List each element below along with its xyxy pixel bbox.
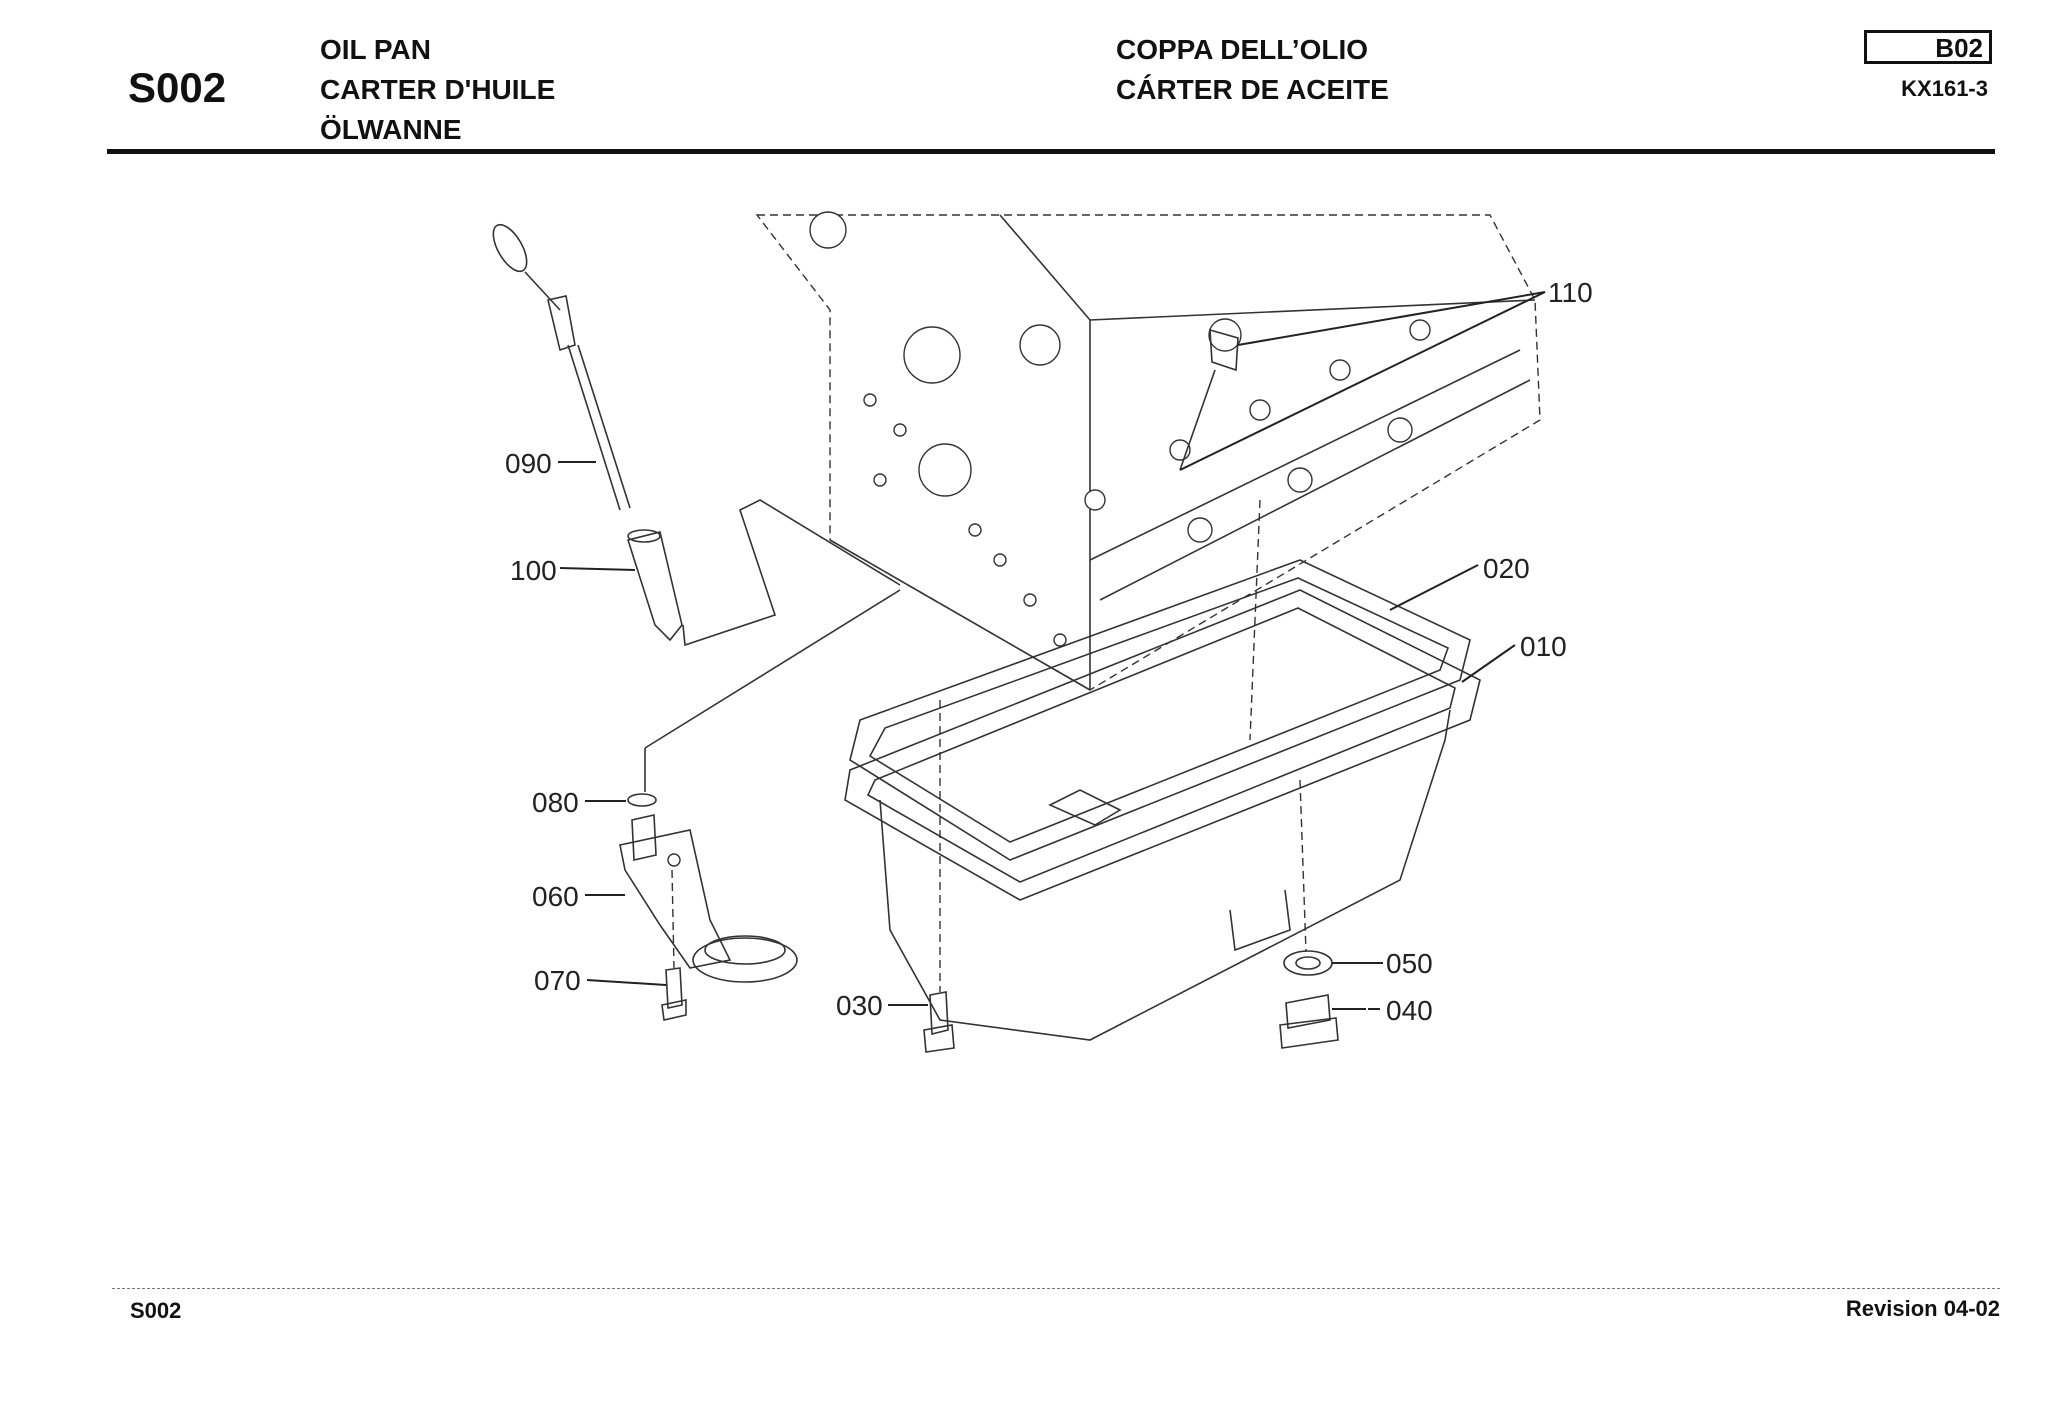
oil-pan-drawing [844, 499, 1481, 1041]
section-code: S002 [128, 64, 227, 111]
titles-right: COPPA DELL’OLIO CÁRTER DE ACEITE [1116, 30, 1389, 110]
drain-plug-drawing [1279, 779, 1339, 1049]
callout-110: 110 [1548, 277, 1593, 308]
model-code: KX161-3 [1901, 76, 1988, 101]
title-fr: CARTER D'HUILE [320, 74, 556, 105]
callout-020: 020 [1483, 553, 1530, 584]
callout-060: 060 [532, 881, 579, 912]
title-es: CÁRTER DE ACEITE [1116, 74, 1389, 105]
page-reference-box: B02 [1864, 30, 1992, 64]
gasket-drawing [849, 559, 1471, 861]
pan-bolt-drawing [923, 700, 955, 1053]
callout-100: 100 [510, 555, 557, 586]
callout-050: 050 [1386, 948, 1433, 979]
callout-030: 030 [836, 990, 883, 1021]
footer-section-code: S002 [130, 1298, 182, 1323]
title-en: OIL PAN [320, 34, 431, 65]
titles-left: OIL PAN CARTER D'HUILE ÖLWANNE [320, 30, 555, 150]
corner-mark: ˊ [2036, 0, 2041, 10]
callout-090: 090 [505, 448, 552, 479]
callout-080: 080 [532, 787, 579, 818]
footer-rule [112, 1288, 2000, 1290]
title-it: COPPA DELL’OLIO [1116, 34, 1369, 65]
engine-block-drawing [755, 211, 1541, 691]
title-de: ÖLWANNE [320, 114, 462, 145]
callout-leaders [558, 291, 1546, 1010]
callout-040: 040 [1386, 995, 1433, 1026]
callout-070: 070 [534, 965, 581, 996]
footer-revision: Revision 04-02 [1845, 1296, 2000, 1321]
strainer-drawing [619, 589, 901, 1021]
dipstick-drawing [492, 223, 901, 647]
callout-010: 010 [1520, 631, 1567, 662]
header-rule [107, 149, 1995, 154]
